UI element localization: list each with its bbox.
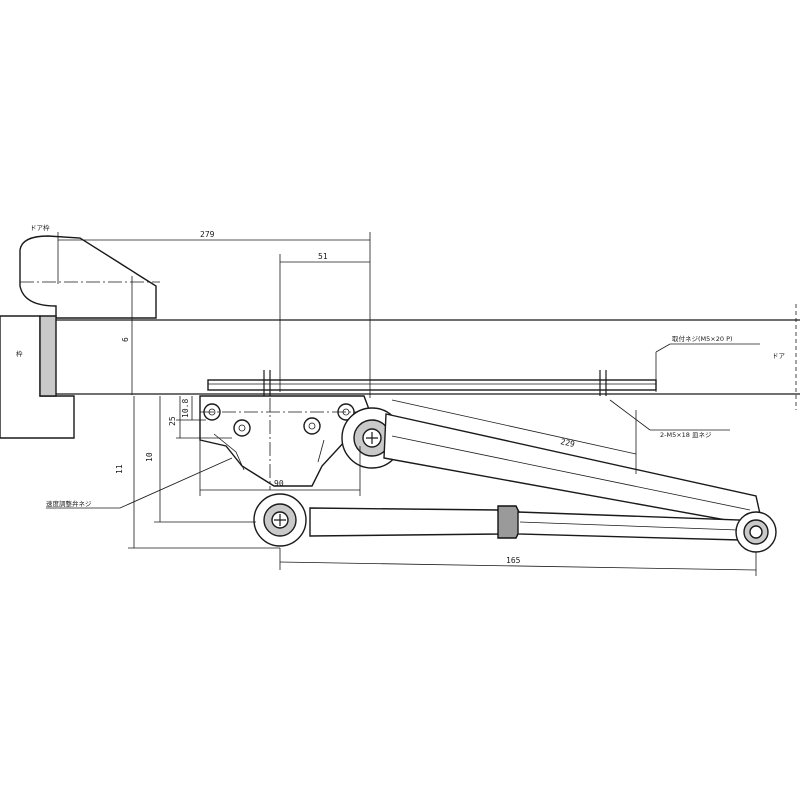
door-leaf-band	[56, 304, 800, 410]
frame-head-profile	[19, 235, 160, 395]
plate-screw-left	[263, 370, 271, 396]
forearm-link	[309, 505, 741, 541]
dim-small-a: 25	[168, 416, 177, 426]
dim-small-b: 10.8	[181, 399, 190, 418]
dimension-lines	[46, 232, 760, 576]
label-main-screw: 取付ネジ(M5×20 P)	[672, 334, 733, 343]
label-frame: 枠	[16, 349, 23, 358]
dim-arm-length: 229	[560, 437, 576, 449]
label-valve-screw: 速度調整弁ネジ	[46, 499, 92, 508]
dim-bracket-width: 90	[274, 479, 284, 488]
dim-height-b: 10	[145, 452, 154, 462]
dim-overall-width: 279	[200, 230, 215, 239]
dim-gap: 6	[121, 337, 130, 342]
plate-screw-right	[599, 370, 607, 396]
arm-end-right	[735, 511, 777, 553]
closer-body-bracket	[199, 395, 380, 490]
rod-end-left	[253, 493, 307, 547]
label-sub-screw: 2-M5×18 皿ネジ	[660, 431, 712, 439]
dim-link-length: 165	[506, 556, 521, 565]
dim-bracket-offset: 51	[318, 252, 328, 261]
mounting-plate	[207, 370, 657, 396]
label-frame-head: ドア枠	[30, 223, 50, 232]
door-jamb-section	[0, 315, 75, 439]
label-door: ドア	[772, 352, 786, 360]
dim-height-a: 11	[115, 464, 124, 474]
